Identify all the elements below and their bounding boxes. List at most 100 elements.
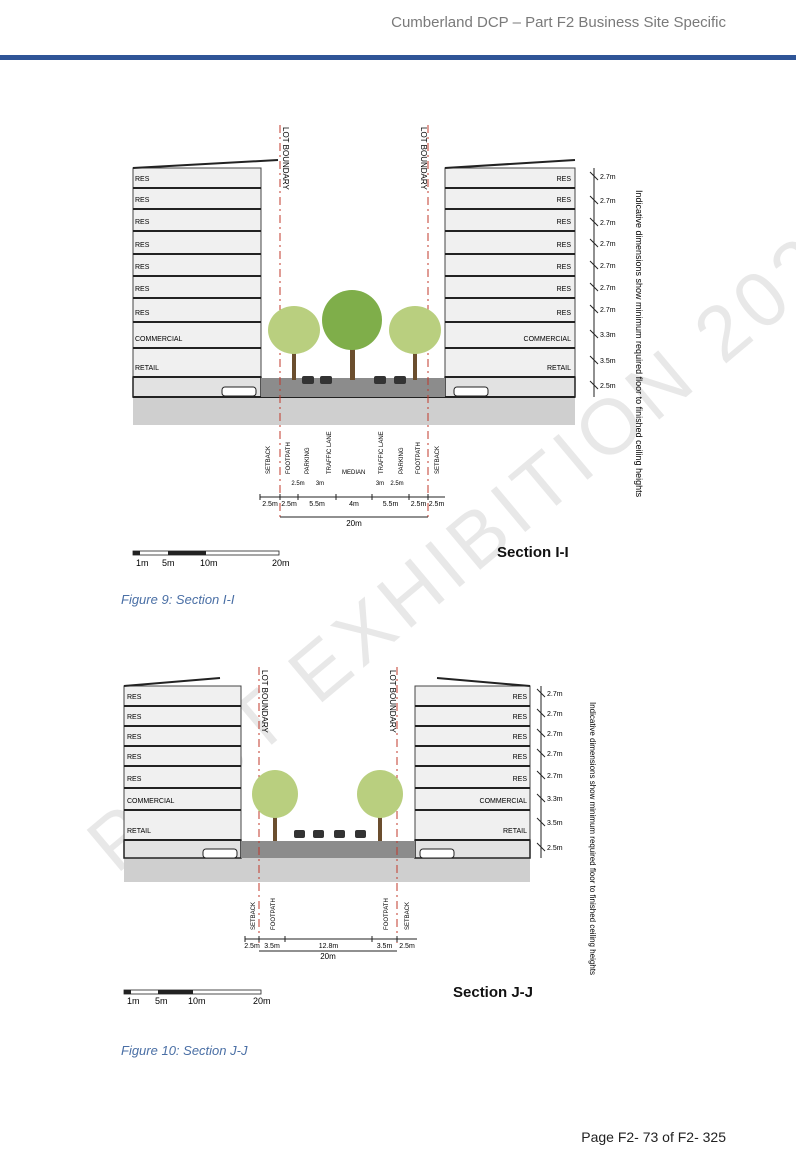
diagram-label: 12.8m (319, 943, 339, 950)
diagram-label: 4m (349, 501, 359, 508)
diagram-label: RES (513, 694, 528, 701)
diagram-label: 2.5m (411, 501, 427, 508)
diagram-label: SETBACK (405, 902, 411, 930)
scale-label: 5m (155, 996, 168, 1006)
diagram-label: 5.5m (383, 501, 399, 508)
diagram-label: 2.5m (399, 943, 415, 950)
diagram-label: RES (135, 197, 150, 204)
diagram-label: 2.7m (547, 711, 563, 718)
dimensions-note: Indicative dimensions show minimum requi… (634, 190, 644, 498)
scale-label: 20m (272, 558, 290, 568)
diagram-label: 3m (316, 481, 324, 487)
diagram-label: RES (127, 734, 142, 741)
diagram-label: RES (513, 754, 528, 761)
diagram-label: 3.5m (377, 943, 393, 950)
diagram-label: 3.3m (600, 332, 616, 339)
diagram-label: 2.5m (281, 501, 297, 508)
diagram-label: 2.5m (291, 481, 304, 487)
diagram-label: FOOTPATH (286, 442, 292, 474)
page-number: Page F2- 73 of F2- 325 (581, 1129, 726, 1145)
diagram-label: RES (513, 776, 528, 783)
scale-label: 10m (200, 558, 218, 568)
diagram-label: RES (557, 242, 572, 249)
lot-boundary-label: LOT BOUNDARY (419, 127, 428, 190)
diagram-label: COMMERCIAL (480, 798, 528, 805)
total-width-label: 20m (320, 952, 336, 961)
car-icon (313, 830, 324, 838)
diagram-label: FOOTPATH (416, 442, 422, 474)
diagram-label: 2.5m (262, 501, 278, 508)
scale-label: 10m (188, 996, 206, 1006)
lot-boundary-label: LOT BOUNDARY (388, 670, 397, 733)
diagram-label: 2.7m (600, 307, 616, 314)
tree-icon (252, 770, 298, 841)
dimensions-note: Indicative dimensions show minimum requi… (588, 702, 597, 975)
tree-icon (322, 290, 382, 380)
diagram-label: PARKING (399, 447, 405, 474)
total-width-label: 20m (346, 519, 362, 528)
scale-label: 1m (127, 996, 140, 1006)
car-icon (302, 376, 314, 384)
car-icon (453, 386, 489, 397)
diagram-label: RES (557, 197, 572, 204)
diagram-label: FOOTPATH (384, 898, 390, 930)
diagram-label: RES (557, 219, 572, 226)
diagram-label: TRAFFIC LANE (379, 431, 385, 474)
document-header: Cumberland DCP – Part F2 Business Site S… (391, 14, 726, 31)
diagram-label: 2.7m (600, 241, 616, 248)
tree-icon (268, 306, 320, 380)
diagram-label: 2.7m (600, 174, 616, 181)
diagram-label: 2.5m (244, 943, 260, 950)
diagram-label: RES (135, 219, 150, 226)
scale-label: 1m (136, 558, 149, 568)
diagram-label: RES (513, 714, 528, 721)
diagram-label: RES (135, 286, 150, 293)
diagram-label: RES (135, 264, 150, 271)
diagram-label: SETBACK (266, 446, 272, 474)
car-icon (320, 376, 332, 384)
lot-boundary-label: LOT BOUNDARY (281, 127, 290, 190)
diagram-label: 3m (376, 481, 384, 487)
diagram-label: RES (127, 694, 142, 701)
figure-section-i-i: RES RES RES RES RES RES RES COMMERCIAL RETAIL RE… (132, 125, 644, 568)
diagram-label: 3.3m (547, 796, 563, 803)
diagram-label: SETBACK (251, 902, 257, 930)
scale-label: 5m (162, 558, 175, 568)
diagram-label: RETAIL (135, 365, 159, 372)
diagram-label: RES (135, 310, 150, 317)
diagram-label: COMMERCIAL (135, 336, 183, 343)
car-icon (394, 376, 406, 384)
diagram-label: FOOTPATH (271, 898, 277, 930)
diagram-label: 2.7m (547, 691, 563, 698)
car-icon (355, 830, 366, 838)
car-icon (202, 848, 238, 859)
diagram-label: RES (557, 286, 572, 293)
diagram-label: 3.5m (547, 820, 563, 827)
diagram-label: RES (557, 310, 572, 317)
tree-icon (357, 770, 403, 841)
figure-caption: Figure 10: Section J-J (121, 1043, 248, 1058)
diagram-label: 2.5m (600, 383, 616, 390)
car-icon (294, 830, 305, 838)
diagram-label: 2.5m (429, 501, 445, 508)
diagram-label: 2.5m (547, 845, 563, 852)
figure-caption: Figure 9: Section I-I (121, 592, 235, 607)
diagram-label: RES (557, 176, 572, 183)
diagram-label: 2.7m (600, 198, 616, 205)
section-title: Section J-J (453, 984, 534, 1001)
scale-label: 20m (253, 996, 271, 1006)
diagram-label: RES (557, 264, 572, 271)
diagram-label: RES (127, 714, 142, 721)
diagram-label: 2.7m (600, 263, 616, 270)
diagram-label: 5.5m (309, 501, 325, 508)
diagram-label: 2.7m (547, 773, 563, 780)
diagram-label: RES (135, 242, 150, 249)
car-icon (374, 376, 386, 384)
diagram-label: TRAFFIC LANE (327, 431, 333, 474)
diagram-label: 2.5m (390, 481, 403, 487)
diagram-label: 3.5m (600, 358, 616, 365)
diagram-label: 2.7m (547, 731, 563, 738)
diagram-label: COMMERCIAL (524, 336, 572, 343)
diagram-label: PARKING (305, 447, 311, 474)
diagram-label: RETAIL (503, 828, 527, 835)
